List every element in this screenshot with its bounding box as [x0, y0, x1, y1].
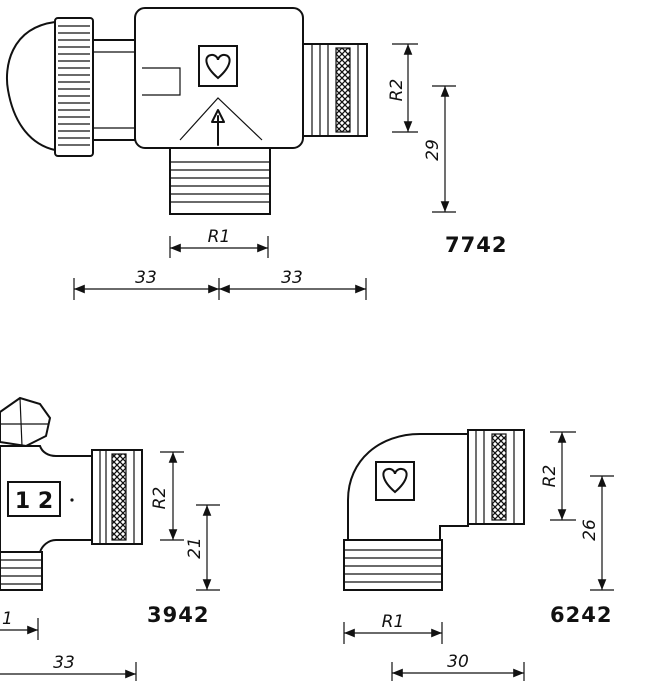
- model-label-7742: 7742: [445, 233, 507, 257]
- valve-7742-union-nut: [302, 43, 368, 137]
- dim-3942-h-label: 21: [185, 537, 205, 559]
- dim-6242-r1-label: R1: [382, 612, 405, 632]
- dim-7742-r2-label: R2: [387, 79, 407, 102]
- valve-3942-insert-label: 1 2: [15, 489, 53, 514]
- valve-7742-heart-mark: [198, 45, 238, 87]
- dim-3942-bottom-left-label: 1: [2, 609, 13, 629]
- valve-7742-neck: [92, 39, 136, 141]
- valve-7742-bottom-thread: [169, 147, 271, 215]
- dim-3942-r2-label: R2: [150, 487, 170, 510]
- valve-7742-flow-arrow: [211, 109, 225, 146]
- dim-7742-right-label: 33: [281, 268, 303, 288]
- model-label-6242: 6242: [550, 603, 612, 627]
- valve-6242: R2 26 R1 30 6242: [343, 429, 614, 681]
- dim-6242-h-label: 26: [580, 519, 600, 541]
- valve-3942: 1 2 R2 21 1 33 3942: [0, 396, 220, 681]
- valve-7742-handwheel: [54, 17, 94, 157]
- valve-3942-hex-nut: [0, 396, 52, 448]
- dim-3942-bottom-label: 33: [53, 653, 75, 673]
- valve-6242-heart-mark: [375, 461, 415, 501]
- valve-7742: R2 29 R1 33 33 7742: [5, 7, 507, 300]
- dim-6242-r2-label: R2: [540, 465, 560, 488]
- valve-7742-cap: [5, 20, 56, 152]
- valve-7742-handwheel-ribs: [58, 25, 90, 146]
- dim-6242-bottom-label: 30: [447, 652, 469, 672]
- valve-3942-insert-box: [7, 481, 61, 517]
- dim-7742-h-label: 29: [423, 139, 443, 161]
- dim-7742-r1-label: R1: [208, 227, 231, 247]
- dim-7742-left-label: 33: [135, 268, 157, 288]
- model-label-3942: 3942: [147, 603, 209, 627]
